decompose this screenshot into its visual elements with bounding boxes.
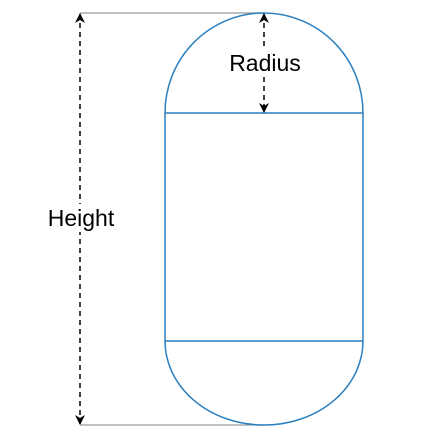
radius-label: Radius xyxy=(229,50,301,76)
height-label-background xyxy=(40,204,122,232)
height-label: Height xyxy=(48,205,115,231)
radius-label-background xyxy=(222,49,308,77)
